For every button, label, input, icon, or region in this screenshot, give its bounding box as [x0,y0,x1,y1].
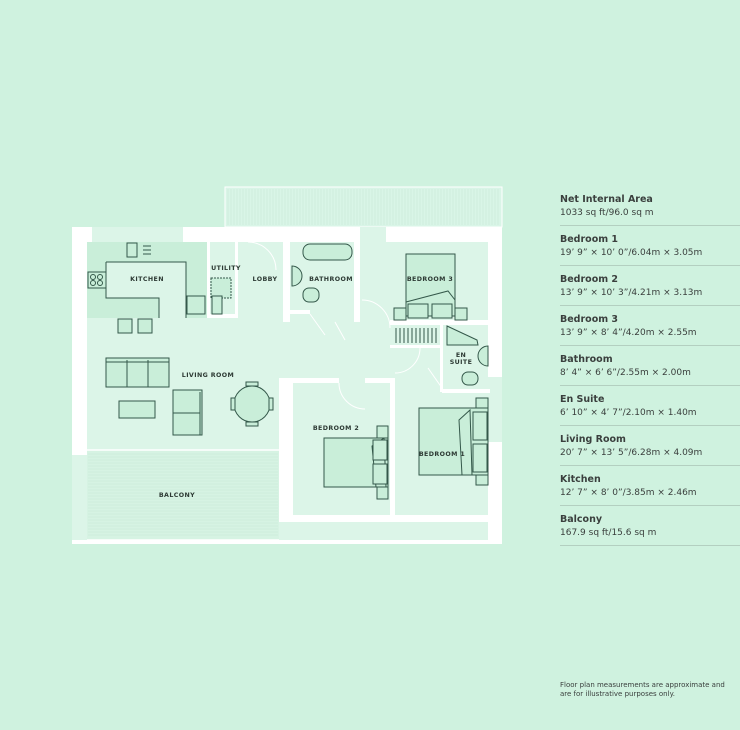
stool-2 [137,318,153,334]
area-row: Net Internal Area 1033 sq ft/96.0 sq m [560,190,740,226]
toilet-icon [302,287,320,303]
area-name: Bedroom 2 [560,274,619,285]
bath-icon [302,243,353,261]
label-utility: UTILITY [211,265,241,272]
toilet-icon [461,371,479,386]
stairs [395,328,437,343]
area-row: Balcony 167.9 sq ft/15.6 sq m [560,510,740,546]
area-row: Bedroom 1 19’ 9” × 10’ 0”/6.04m × 3.05m [560,230,740,266]
label-living-room: LIVING ROOM [182,372,234,379]
area-value: 20’ 7” × 13’ 5”/6.28m × 4.09m [560,448,703,458]
hob-icon [87,271,107,289]
label-bedroom-2: BEDROOM 2 [313,425,359,432]
room-labels: KITCHEN UTILITY LOBBY BATHROOM BEDROOM 3… [130,265,472,499]
sofa [105,357,170,388]
walls [72,227,502,544]
area-value: 6’ 10” × 4’ 7”/2.10m × 1.40m [560,408,697,418]
area-value: 167.9 sq ft/15.6 sq m [560,528,657,538]
area-name: Living Room [560,434,626,445]
area-name: Bedroom 1 [560,234,619,245]
label-balcony: BALCONY [159,492,195,499]
label-bathroom: BATHROOM [309,276,353,283]
area-row: Bedroom 3 13’ 9” × 8’ 4”/4.20m × 2.55m [560,310,740,346]
bed-2 [323,425,389,500]
area-row: Bedroom 2 13’ 9” × 10’ 3”/4.21m × 3.13m [560,270,740,306]
living-furniture [105,357,274,436]
coffee-table [118,400,156,419]
basin-icon [291,265,303,287]
area-value: 13’ 9” × 8’ 4”/4.20m × 2.55m [560,328,697,338]
area-value: 13’ 9” × 10’ 3”/4.21m × 3.13m [560,288,703,298]
bed-3 [393,253,468,321]
stool-1 [117,318,133,334]
label-bedroom-1: BEDROOM 1 [419,451,465,458]
area-name: Balcony [560,514,603,525]
basin-icon [477,345,489,367]
label-kitchen: KITCHEN [130,276,164,283]
area-schedule: Net Internal Area 1033 sq ft/96.0 sq m Bed… [560,190,740,550]
terrace-top [224,186,503,228]
dining-table [233,385,271,423]
label-en-suite: EN [456,352,466,359]
en-suite-fittings [446,325,489,386]
area-row: En Suite 6’ 10” × 4’ 7”/2.10m × 1.40m [560,390,740,426]
footnote: Floor plan measurements are approximate … [560,681,725,698]
doors [247,241,443,410]
area-name: Net Internal Area [560,194,653,205]
balcony [87,449,279,541]
area-value: 19’ 9” × 10’ 0”/6.04m × 3.05m [560,248,703,258]
area-name: En Suite [560,394,605,405]
area-value: 1033 sq ft/96.0 sq m [560,208,654,218]
label-bedroom-3: BEDROOM 3 [407,276,453,283]
sink-icon [126,242,138,258]
area-row: Bathroom 8’ 4” × 6’ 6”/2.55m × 2.00m [560,350,740,386]
area-name: Kitchen [560,474,601,485]
area-name: Bathroom [560,354,613,365]
kitchen-units [87,242,232,334]
washer-icon [186,295,206,315]
bed-1 [418,397,489,486]
area-row: Living Room 20’ 7” × 13’ 5”/6.28m × 4.09m [560,430,740,466]
area-row: Kitchen 12’ 7” × 8’ 0”/3.85m × 2.46m [560,470,740,506]
area-value: 12’ 7” × 8’ 0”/3.85m × 2.46m [560,488,697,498]
area-value: 8’ 4” × 6’ 6”/2.55m × 2.00m [560,368,691,378]
bathroom-fittings [291,243,353,303]
area-name: Bedroom 3 [560,314,619,325]
label-lobby: LOBBY [253,276,278,283]
label-en-suite-2: SUITE [450,359,473,366]
